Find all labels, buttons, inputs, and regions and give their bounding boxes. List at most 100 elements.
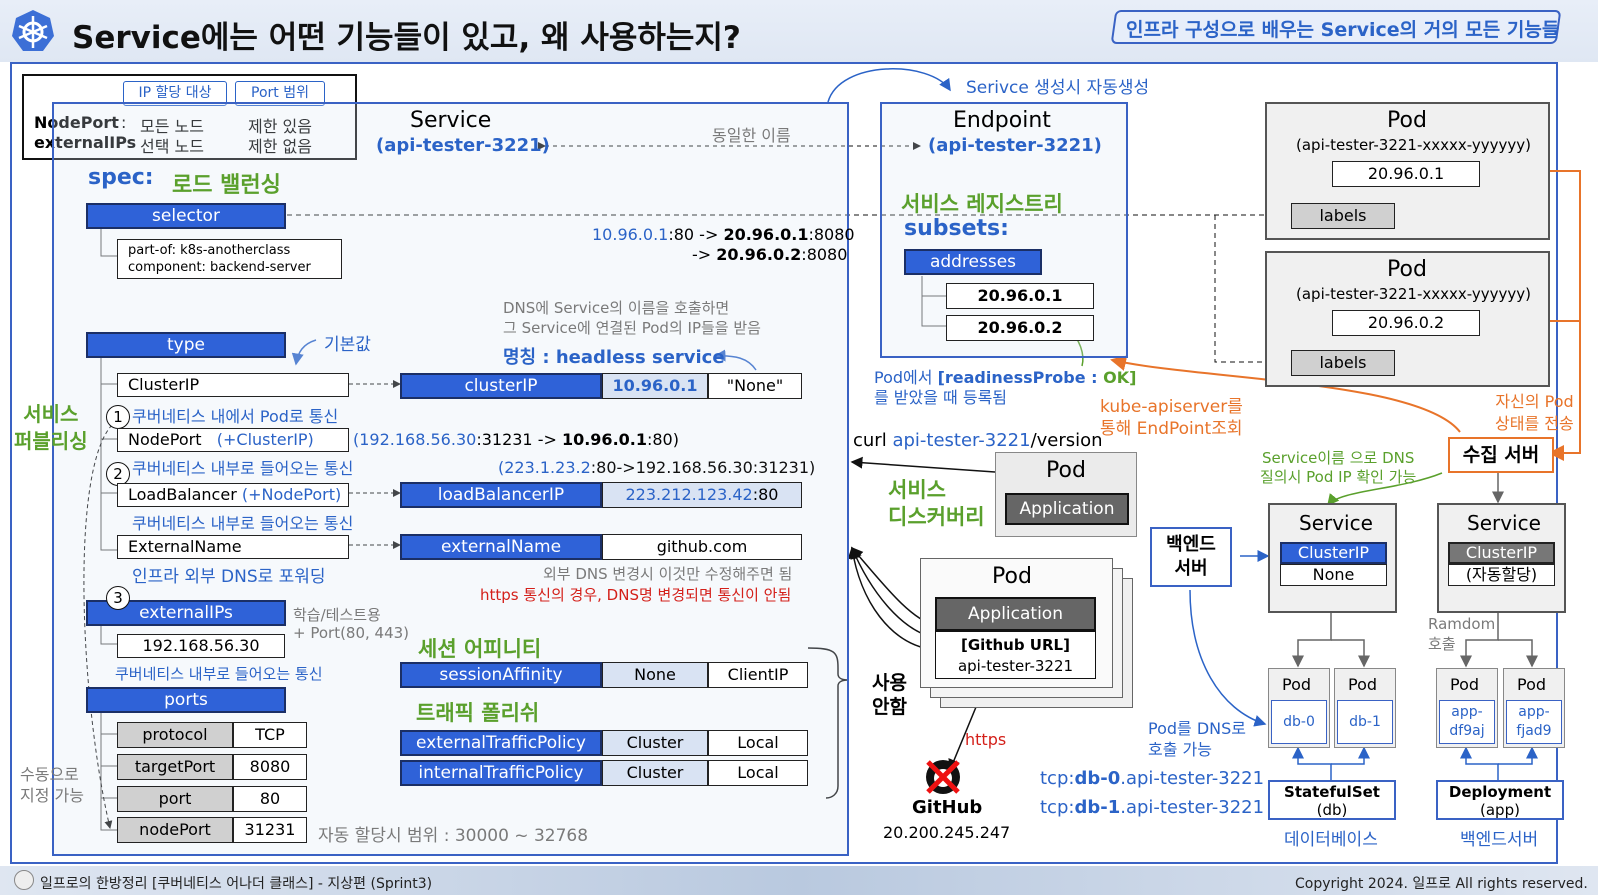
targetPort-key: targetPort [117, 754, 233, 780]
port-key: port [117, 786, 233, 812]
service-name: (api-tester-3221) [376, 135, 550, 156]
page-title: Service에는 어떤 기능들이 있고, 왜 사용하는지? [72, 20, 741, 56]
pod-2-title: Pod [1387, 257, 1427, 282]
externalName-value: github.com [602, 534, 802, 560]
pod-1-name: (api-tester-3221-xxxxx-yyyyyy) [1296, 136, 1532, 154]
same-name-label: 동일한 이름 [712, 126, 791, 145]
service-discovery-label: 서비스 디스커버리 [888, 478, 985, 529]
kubernetes-helm-icon [10, 8, 56, 54]
port-value: 80 [233, 786, 307, 812]
sessionAffinity-clientip: ClientIP [708, 662, 808, 688]
externalIPs-desc: 쿠버네티스 내부로 들어오는 통신 [115, 665, 323, 683]
dns-note-2: 그 Service에 연결된 Pod의 IP들을 받음 [503, 319, 761, 337]
ports-key: ports [86, 687, 286, 713]
internalTrafficPolicy-key: internalTrafficPolicy [400, 760, 602, 786]
clusterIP-none: "None" [708, 373, 802, 399]
publishing-label: 서비스 퍼블리싱 [14, 402, 88, 453]
database-label: 데이터베이스 [1284, 830, 1378, 850]
loadBalancerIP-key: loadBalancerIP [400, 482, 602, 508]
externalIPs-note-2: + Port(80, 443) [293, 624, 410, 642]
series-tag: 인프라 구성으로 배우는 Service의 거의 모든 기능들 [1126, 19, 1560, 41]
pod-1-ip: 20.96.0.1 [1332, 161, 1480, 187]
legend-table [22, 74, 357, 160]
dns-note-1: DNS에 Service의 이름을 호출하면 [503, 299, 730, 317]
selector-label-component: component: backend-server [128, 260, 311, 275]
manual-label: 수동으로 지정 가능 [20, 765, 84, 805]
subsets-label: subsets: [904, 216, 1009, 241]
selector-labels: part-of: k8s-anotherclass component: bac… [117, 239, 342, 279]
legend-row1-colon: : [121, 113, 127, 132]
app-service-clusterip: ClusterIP [1448, 542, 1555, 564]
externalIPs-value: 192.168.56.30 [117, 634, 285, 658]
author-logo-icon [14, 870, 34, 890]
footer-bar [0, 866, 1598, 895]
legend-row2-label: externalIPs [34, 133, 137, 152]
nodeport-route: (192.168.56.30:31231 -> 10.96.0.1:80) [353, 430, 679, 449]
pod-1-title: Pod [1387, 108, 1427, 133]
external-note-1: 외부 DNS 변경시 이것만 수정해주면 됨 [543, 565, 793, 583]
service-registry-label: 서비스 레지스트리 [901, 192, 1063, 216]
collector-server: 수집 서버 [1448, 437, 1554, 473]
app-service-auto: (자동할당) [1448, 564, 1555, 586]
marker-1: 1 [106, 405, 130, 429]
selector-label-part-of: part-of: k8s-anotherclass [128, 243, 291, 258]
tcp-db-0: tcp:db-0.api-tester-3221 [1040, 768, 1265, 789]
curl-pod-application: Application [1005, 493, 1129, 525]
clusterIP-key: clusterIP [400, 373, 602, 399]
legend-row1-label: NodePort [34, 113, 119, 132]
nodePort-key: nodePort [117, 817, 233, 843]
dns-query-note: Service이름 으로 DNS 질의시 Pod IP 확인 가능 [1260, 449, 1417, 486]
endpoint-title: Endpoint [953, 108, 1051, 133]
pod-1-labels: labels [1291, 203, 1395, 229]
app-service-title: Service [1467, 511, 1541, 535]
clusterip-type: ClusterIP [117, 373, 349, 397]
spec-label: spec: [88, 165, 154, 190]
db-service-title: Service [1299, 511, 1373, 535]
db-pod-0-name: db-0 [1271, 700, 1327, 744]
clusterip-desc: 쿠버네티스 내에서 Pod로 통신 [132, 407, 339, 426]
loadbalancer-type: LoadBalancer (+NodePort) [117, 483, 349, 507]
db-pod-1-title: Pod [1348, 675, 1378, 694]
internalTrafficPolicy-cluster: Cluster [602, 760, 708, 786]
service-title: Service [410, 108, 492, 133]
externalIPs-note-1: 학습/테스트용 [293, 606, 381, 624]
backend-label: 백엔드서버 [1460, 830, 1539, 850]
footer-left: 일프로의 한방정리 [쿠버네티스 어나더 클래스] - 지상편 (Sprint3… [40, 876, 433, 892]
footer-right: Copyright 2024. 일프로 All rights reserved. [1295, 876, 1588, 892]
curl-pod-title: Pod [1046, 458, 1086, 483]
load-balancing-label: 로드 밸런싱 [172, 173, 281, 198]
externalName-key: externalName [400, 534, 602, 560]
externalTrafficPolicy-cluster: Cluster [602, 730, 708, 756]
app-pod-1-name: app- df9aj [1439, 700, 1495, 744]
legend-row2-col2: 제한 없음 [248, 137, 312, 156]
curl-command: curl api-tester-3221/version [853, 430, 1103, 451]
random-call-label: Ramdom 호출 [1428, 615, 1496, 653]
db-service-none: None [1280, 564, 1387, 586]
usage-label: 사용 안함 [872, 672, 907, 718]
clusterIP-value: 10.96.0.1 [602, 373, 708, 399]
nodeport-type: NodePort (+ClusterIP) [117, 428, 349, 452]
endpoint-ip-1: 20.96.0.1 [946, 283, 1094, 309]
tcp-db-1: tcp:db-1.api-tester-3221 [1040, 797, 1265, 818]
dns-call-note: Pod를 DNS로 호출 가능 [1148, 719, 1246, 759]
readiness-note: Pod에서 [readinessProbe : OK] [874, 368, 1137, 387]
addresses-key: addresses [904, 249, 1042, 275]
github-icon [924, 758, 962, 796]
type-key: type [86, 332, 286, 358]
db-pod-1-name: db-1 [1337, 700, 1393, 744]
db-service-clusterip: ClusterIP [1280, 542, 1387, 564]
apiserver-note: kube-apiserver를 통해 EndPoint조회 [1100, 397, 1243, 439]
pod-2-name: (api-tester-3221-xxxxx-yyyyyy) [1296, 285, 1532, 303]
route-line-2: -> 20.96.0.2:8080 [692, 245, 848, 264]
sessionAffinity-none: None [602, 662, 708, 688]
endpoint-ip-2: 20.96.0.2 [946, 315, 1094, 341]
sessionAffinity-key: sessionAffinity [400, 662, 602, 688]
github-ip: 20.200.245.247 [883, 823, 1011, 842]
marker-2: 2 [106, 462, 130, 486]
endpoint-name: (api-tester-3221) [928, 135, 1102, 156]
legend-row2-colon: : [127, 133, 133, 152]
loadbalancer-desc: 쿠버네티스 내부로 들어오는 통신 [132, 514, 354, 533]
loadBalancerIP-value: 223.212.123.42:80 [602, 482, 802, 508]
nodePort-value: 31231 [233, 817, 307, 843]
pod-2-ip: 20.96.0.2 [1332, 310, 1480, 336]
